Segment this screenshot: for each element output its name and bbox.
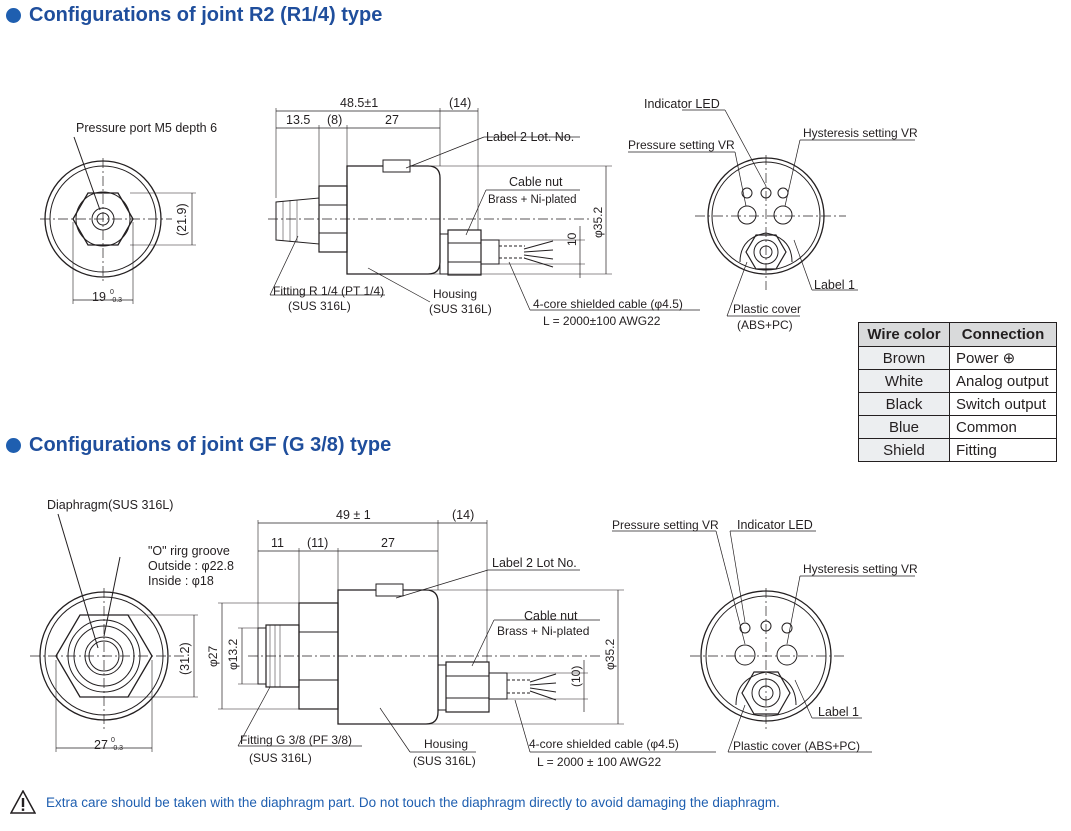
r2-front-view — [40, 136, 196, 304]
label-cable-len: L = 2000±100 AWG22 — [543, 314, 661, 328]
dim-48-5: 48.5±1 — [340, 96, 378, 110]
table-row: White Analog output — [858, 369, 1057, 393]
wire-color-cell: Blue — [858, 415, 950, 439]
label-cable-len-gf: L = 2000 ± 100 AWG22 — [537, 755, 661, 769]
bullet-icon — [6, 8, 21, 23]
section-title-r2: Configurations of joint R2 (R1/4) type — [6, 4, 382, 27]
header-connection: Connection — [949, 322, 1057, 347]
label-label1: Label 1 — [814, 278, 855, 292]
r2-rear-view — [628, 109, 915, 317]
dim-27-front: 27 — [94, 738, 108, 752]
table-row: Brown Power ⊕ — [858, 346, 1057, 370]
dim-11: 11 — [271, 536, 284, 550]
label-housing-mat-gf: (SUS 316L) — [413, 754, 476, 768]
connection-cell: Analog output — [949, 369, 1057, 393]
table-row: Shield Fitting — [858, 438, 1057, 462]
dim-8: (8) — [327, 113, 342, 127]
label-indicator-led: Indicator LED — [644, 97, 720, 111]
label-o-ring: "O" rirg groove — [148, 544, 230, 558]
r2-side-view — [268, 108, 700, 311]
dim-19-tol-top: 0 — [110, 289, 114, 296]
label-housing: Housing — [433, 287, 477, 301]
dim-14: (14) — [449, 96, 471, 110]
label-cable-nut: Cable nut — [509, 175, 563, 189]
connection-cell: Common — [949, 415, 1057, 439]
dim-31-2: (31.2) — [178, 642, 192, 675]
wire-color-cell: Shield — [858, 438, 950, 462]
label-pressure-vr: Pressure setting VR — [628, 138, 735, 152]
wire-color-cell: Brown — [858, 346, 950, 370]
wire-color-table: Wire color Connection Brown Power ⊕ Whit… — [858, 322, 1057, 462]
section-title-gf: Configurations of joint GF (G 3/8) type — [6, 434, 391, 457]
dim-19: 19 — [92, 290, 106, 304]
label-fitting-mat: (SUS 316L) — [288, 299, 351, 313]
phi-35-2: φ35.2 — [591, 207, 605, 238]
warning-triangle-icon — [10, 790, 36, 814]
dim-13-5: 13.5 — [286, 113, 310, 127]
dim-14-gf: (14) — [452, 508, 474, 522]
label-fitting: Fitting R 1/4 (PT 1/4) — [273, 284, 384, 298]
section-title-gf-text: Configurations of joint GF (G 3/8) type — [29, 434, 392, 456]
label-pressure-port: Pressure port M5 depth 6 — [76, 121, 217, 135]
dim-27-tol-top: 0 — [111, 737, 115, 744]
table-row: Blue Common — [858, 415, 1057, 439]
dim-27-gf: 27 — [381, 536, 395, 550]
label-housing-gf: Housing — [424, 737, 468, 751]
label-label2: Label 2 Lot. No. — [486, 130, 574, 144]
wire-color-cell: Black — [858, 392, 950, 416]
dim-19-tol-bot: -0.3 — [110, 297, 122, 304]
header-wire-color: Wire color — [858, 322, 950, 347]
label-brass-gf: Brass + Ni-plated — [497, 624, 589, 638]
label-fitting-gf: Fitting G 3/8 (PF 3/8) — [240, 733, 352, 747]
label-hysteresis-vr-gf: Hysteresis setting VR — [803, 562, 918, 576]
dim-49: 49 ± 1 — [336, 508, 371, 522]
label-label2-gf: Label 2 Lot No. — [492, 556, 577, 570]
table-header-row: Wire color Connection — [858, 322, 1057, 347]
phi-13-2: φ13.2 — [226, 639, 240, 670]
label-plastic-mat: (ABS+PC) — [737, 318, 793, 332]
label-plastic-cover-gf: Plastic cover (ABS+PC) — [733, 739, 860, 753]
label-cable-gf: 4-core shielded cable (φ4.5) — [529, 737, 679, 751]
label-housing-mat: (SUS 316L) — [429, 302, 492, 316]
label-cable: 4-core shielded cable (φ4.5) — [533, 297, 683, 311]
label-indicator-led-gf: Indicator LED — [737, 518, 813, 532]
label-diaphragm: Diaphragm(SUS 316L) — [47, 498, 173, 512]
dim-27: 27 — [385, 113, 399, 127]
dim-10-gf: (10) — [569, 666, 583, 687]
label-brass: Brass + Ni-plated — [488, 194, 577, 206]
connection-cell: Power ⊕ — [949, 346, 1057, 370]
phi-27: φ27 — [206, 646, 220, 667]
label-plastic-cover: Plastic cover — [733, 302, 801, 316]
wire-color-cell: White — [858, 369, 950, 393]
label-outside: Outside : φ22.8 — [148, 559, 234, 573]
section-title-r2-text: Configurations of joint R2 (R1/4) type — [29, 4, 383, 26]
table-row: Black Switch output — [858, 392, 1057, 416]
connection-cell: Fitting — [949, 438, 1057, 462]
label-inside: Inside : φ18 — [148, 574, 214, 588]
label-pressure-vr-gf: Pressure setting VR — [612, 518, 719, 532]
dim-11-paren: (11) — [307, 536, 328, 550]
gf-side-view — [218, 520, 716, 753]
label-label1-gf: Label 1 — [818, 705, 859, 719]
bullet-icon — [6, 438, 21, 453]
caution-note: Extra care should be taken with the diap… — [10, 790, 780, 814]
label-fitting-mat-gf: (SUS 316L) — [249, 751, 312, 765]
dim-27-tol-bot: -0.3 — [111, 745, 123, 752]
dim-21-9: (21.9) — [175, 203, 189, 236]
dim-10: 10 — [565, 232, 579, 246]
phi-35-2-gf: φ35.2 — [603, 639, 617, 670]
connection-cell: Switch output — [949, 392, 1057, 416]
gf-front-view — [30, 513, 198, 752]
caution-note-text: Extra care should be taken with the diap… — [46, 794, 780, 810]
label-hysteresis-vr: Hysteresis setting VR — [803, 126, 918, 140]
label-cable-nut-gf: Cable nut — [524, 609, 578, 623]
gf-rear-view — [612, 530, 915, 753]
